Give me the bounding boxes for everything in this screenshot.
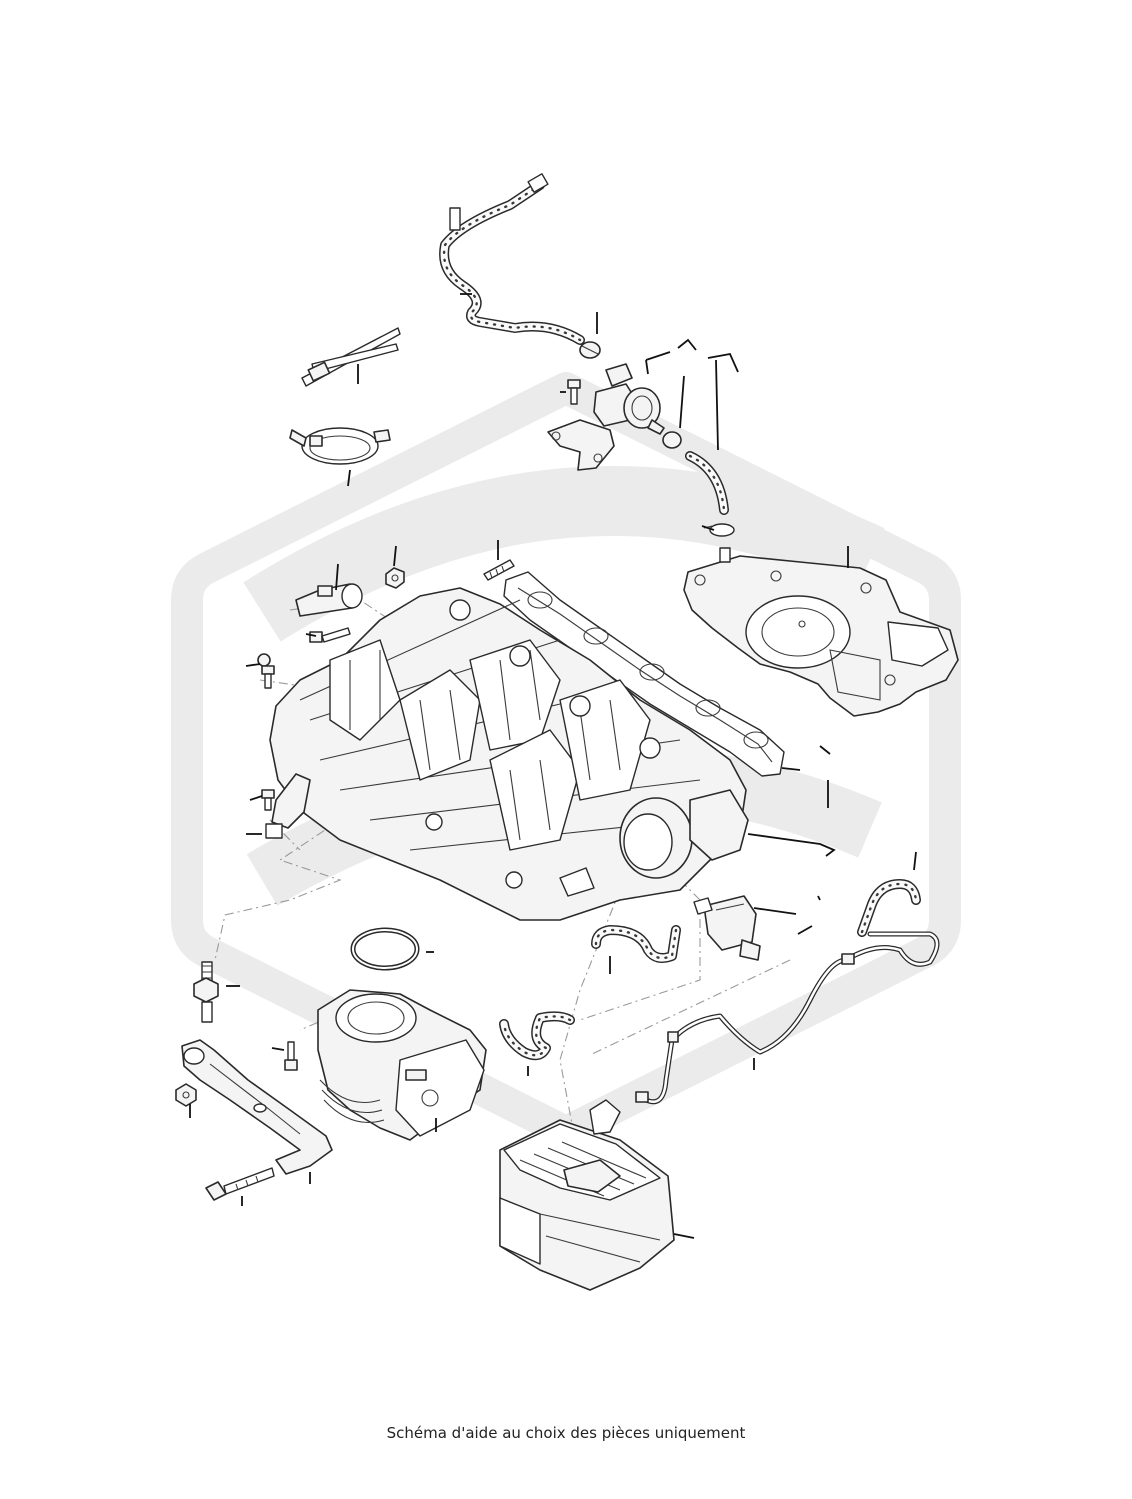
long-bolt	[205, 1167, 275, 1201]
nut-small	[385, 567, 405, 589]
throttle-body	[317, 989, 487, 1141]
vacuum-pipe	[635, 931, 940, 1105]
cable-tie	[301, 327, 401, 387]
oil-separator-cover	[683, 547, 959, 717]
band-clamp	[289, 427, 391, 465]
breather-hose-right	[857, 879, 921, 937]
hose-clamp-mid	[703, 523, 735, 537]
intake-gasket	[503, 571, 785, 777]
stud-with-nut	[193, 961, 219, 1023]
pressure-sensor	[295, 583, 363, 617]
position-sensor	[265, 773, 311, 839]
valve-with-bracket	[547, 363, 665, 471]
o-ring	[350, 927, 420, 971]
caption: Schéma d'aide au choix des pièces unique…	[386, 1424, 746, 1442]
leader-lines	[189, 293, 917, 1239]
stud-bolt	[483, 559, 515, 581]
bolt-small-valve	[567, 379, 581, 405]
breather-hose-top	[439, 173, 585, 345]
coolant-hose-small	[591, 925, 681, 963]
solenoid-valve	[693, 895, 761, 961]
bolt-position-sensor	[261, 789, 275, 811]
air-filter-housing	[499, 1099, 675, 1291]
bolt-throttle	[284, 1041, 298, 1071]
ball-stud	[257, 653, 275, 689]
coolant-hose-s	[499, 1011, 575, 1061]
hose-clamp-top	[579, 341, 601, 359]
intake-manifold	[269, 587, 749, 921]
support-bracket	[181, 1039, 333, 1175]
nut-bracket	[175, 1083, 197, 1107]
bolt-sensor	[309, 627, 351, 643]
short-hose-valve	[662, 431, 729, 515]
